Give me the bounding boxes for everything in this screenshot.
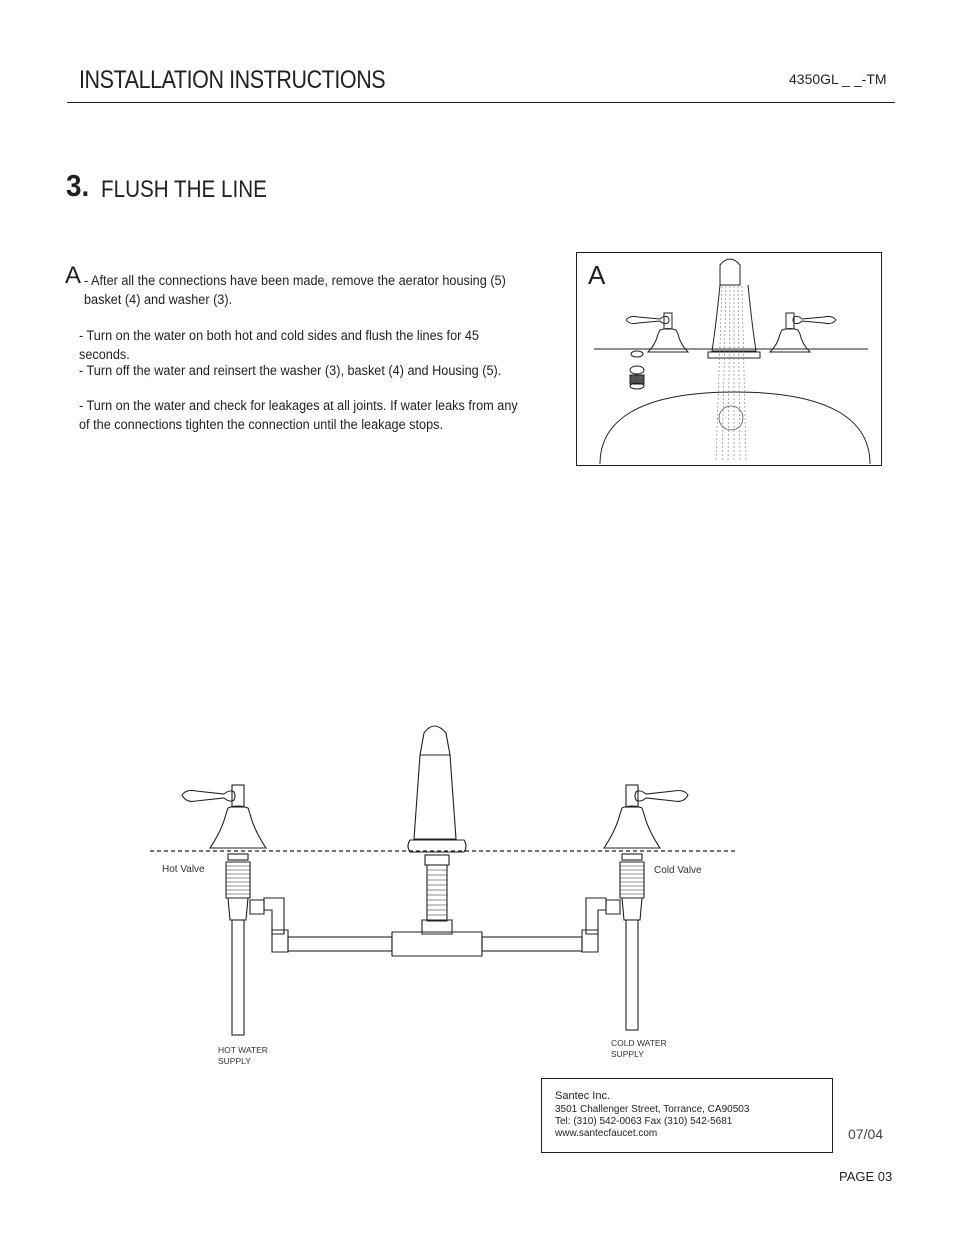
figure-a-frame: [576, 252, 882, 466]
document-date: 07/04: [848, 1126, 884, 1142]
company-phone: Tel: (310) 542-0063 Fax (310) 542-5681: [555, 1116, 733, 1127]
model-code: 4350GL _ _-TM: [789, 71, 887, 87]
instruction-letter: A: [65, 262, 82, 289]
figure-a-label: A: [588, 260, 606, 290]
instruction-item: - Turn off the water and reinsert the wa…: [79, 363, 502, 378]
hot-water-supply-label: HOT WATER SUPPLY: [218, 1045, 268, 1066]
company-name: Santec Inc.: [555, 1090, 611, 1102]
cold-water-supply-label: COLD WATER SUPPLY: [611, 1038, 667, 1059]
instruction-first: - After all the connections have been ma…: [84, 273, 506, 307]
step-number: 3.: [66, 168, 90, 203]
document-title: INSTALLATION INSTRUCTIONS: [79, 66, 386, 94]
instruction-item: - Turn on the water on both hot and cold…: [79, 328, 479, 362]
step-title: FLUSH THE LINE: [101, 176, 267, 203]
instruction-item: - Turn on the water and check for leakag…: [79, 398, 518, 432]
company-info-box: [541, 1078, 833, 1153]
header-divider: [67, 102, 895, 103]
company-website: www.santecfaucet.com: [555, 1128, 658, 1139]
company-address: 3501 Challenger Street, Torrance, CA9050…: [555, 1104, 750, 1115]
cold-valve-label: Cold Valve: [654, 865, 702, 876]
page-number: PAGE 03: [839, 1169, 893, 1184]
hot-valve-label: Hot Valve: [162, 864, 205, 875]
